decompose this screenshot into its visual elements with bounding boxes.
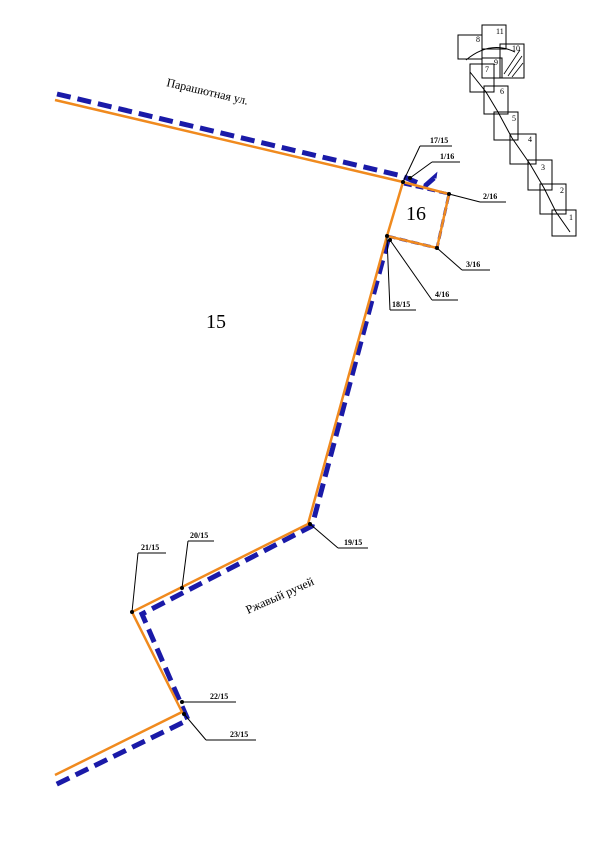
point-21-15 [130, 610, 134, 614]
index-label-5: 5 [512, 114, 516, 123]
index-sheet-2 [539, 183, 567, 215]
index-map [457, 24, 577, 237]
index-label-4: 4 [528, 135, 532, 144]
leader-18-15 [386, 237, 391, 311]
point-label-18-15: 18/15 [392, 300, 410, 309]
index-sheet-6 [483, 85, 509, 115]
leader-21-15 [131, 552, 139, 613]
points [131, 145, 506, 741]
index-label-11: 11 [496, 27, 504, 36]
point-dots [130, 176, 451, 716]
index-sheet-9 [481, 57, 503, 79]
point-label-1-16: 1/16 [440, 152, 454, 161]
point-17-15 [401, 180, 405, 184]
point-22-15 [180, 700, 184, 704]
point-label-20-15: 20/15 [190, 531, 208, 540]
point-4-16 [388, 238, 392, 242]
index-label-10: 10 [512, 44, 520, 53]
point-label-3-16: 3/16 [466, 260, 480, 269]
index-label-8: 8 [476, 35, 480, 44]
point-label-21-15: 21/15 [141, 543, 159, 552]
index-hatch [503, 49, 524, 78]
index-map-labels: 11 8 10 9 7 6 5 4 3 2 1 [476, 27, 573, 222]
index-sheet-7 [469, 63, 495, 93]
point-label-23-15: 23/15 [230, 730, 248, 739]
area-label-15: 15 [206, 311, 226, 333]
area-label-16: 16 [406, 203, 426, 225]
point-label-4-16: 4/16 [435, 290, 449, 299]
dashed-boundary [53, 91, 451, 788]
leader-1-16 [409, 161, 433, 179]
point-label-19-15: 19/15 [344, 538, 362, 547]
point-label-22-15: 22/15 [210, 692, 228, 701]
point-23-15 [182, 712, 186, 716]
point-labels: 17/15 1/16 2/16 3/16 4/16 18/15 19/15 20… [141, 136, 497, 739]
index-label-6: 6 [500, 87, 504, 96]
dashed-main-line [56, 91, 438, 189]
leader-4-16 [389, 239, 433, 301]
index-sheet-5 [493, 111, 519, 141]
point-1-16 [408, 176, 412, 180]
index-label-1: 1 [569, 213, 573, 222]
index-sheet-8 [457, 34, 483, 60]
boundary-parcel-16 [386, 180, 451, 250]
street-label-rzhavy: Ржавый ручей [244, 574, 317, 617]
boundary-main-line [54, 181, 405, 777]
leader-23-15 [183, 713, 207, 741]
street-label-parashyutnaya: Парашютная ул. [165, 75, 249, 107]
point-3-16 [435, 246, 439, 250]
leader-17-15 [402, 145, 421, 183]
index-label-9: 9 [494, 58, 498, 67]
leader-19-15 [309, 523, 339, 549]
index-route-line [465, 47, 571, 233]
leader-3-16 [436, 247, 463, 271]
orange-boundary [54, 98, 451, 777]
point-20-15 [180, 586, 184, 590]
point-18-15 [385, 234, 389, 238]
index-sheet-1 [551, 209, 577, 237]
point-19-15 [308, 522, 312, 526]
index-label-3: 3 [541, 163, 545, 172]
index-label-2: 2 [560, 186, 564, 195]
point-label-2-16: 2/16 [483, 192, 497, 201]
leader-2-16 [448, 193, 481, 203]
leader-20-15 [181, 540, 189, 589]
point-2-16 [447, 192, 451, 196]
dashed-stream-line [53, 239, 391, 788]
index-sheet-10 [499, 43, 525, 79]
boundary-parashyutnaya [54, 98, 404, 184]
index-sheet-4 [509, 133, 537, 165]
index-label-7: 7 [485, 65, 489, 74]
point-label-17-15: 17/15 [430, 136, 448, 145]
